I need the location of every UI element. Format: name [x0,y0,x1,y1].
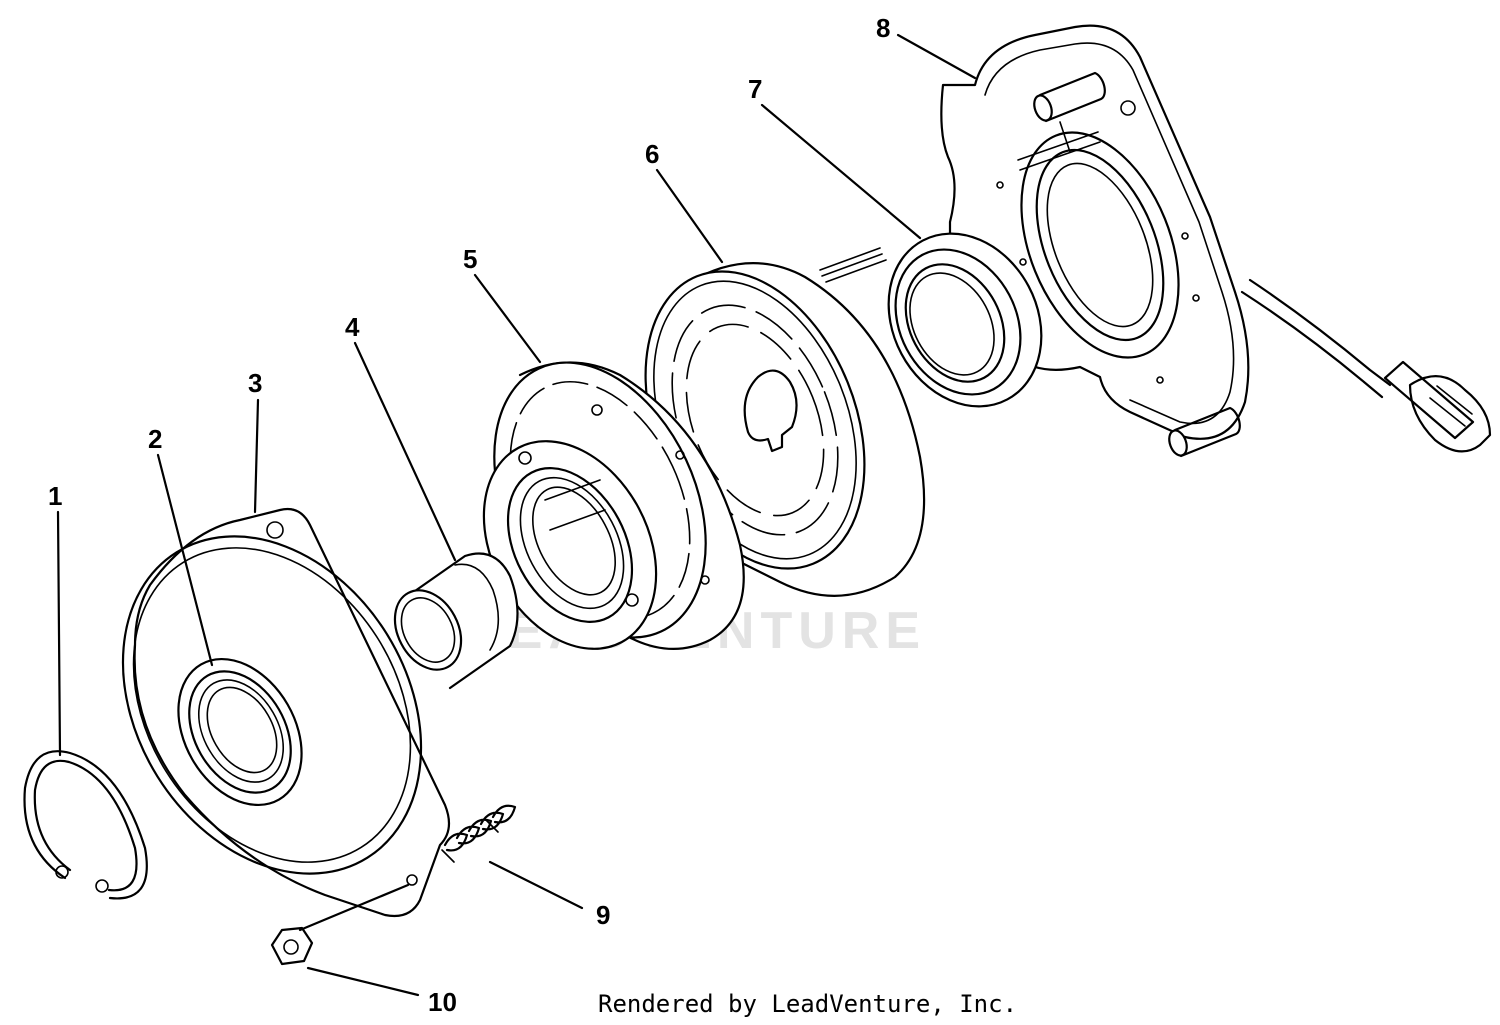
part-8-mounting-bracket [940,24,1492,458]
leader-9 [488,860,584,910]
leader-3 [253,398,260,514]
part-7-bearing [887,232,1043,408]
leader-8 [896,33,977,80]
part-1-retaining-ring [23,750,148,900]
leader-2 [156,453,214,667]
leader-5 [473,273,542,364]
leader-lines [56,33,977,997]
leader-6 [655,168,724,264]
leader-1 [56,510,62,757]
part-9-spring [441,804,517,863]
callout-10: 10 [428,987,457,1017]
leader-10-to-hole [298,883,410,932]
callout-1: 1 [48,481,62,511]
part-3-housing [121,507,451,918]
leader-7 [760,103,922,240]
leader-4 [353,341,457,562]
callout-3: 3 [248,368,262,398]
shaft-lines [819,247,887,283]
callout-5: 5 [463,244,477,274]
callout-2: 2 [148,424,162,454]
part-5-armature [482,361,745,650]
callout-9: 9 [596,900,610,930]
callout-8: 8 [876,13,890,43]
callout-6: 6 [645,139,659,169]
leader-10 [306,966,420,997]
callout-7: 7 [748,74,762,104]
part-4-spacer [393,552,519,690]
part-10-nut [270,926,314,966]
callouts: 1 2 3 4 5 6 7 8 9 10 [48,13,890,1017]
footer-credit: Rendered by LeadVenture, Inc. [598,990,1017,1018]
callout-4: 4 [345,312,360,342]
